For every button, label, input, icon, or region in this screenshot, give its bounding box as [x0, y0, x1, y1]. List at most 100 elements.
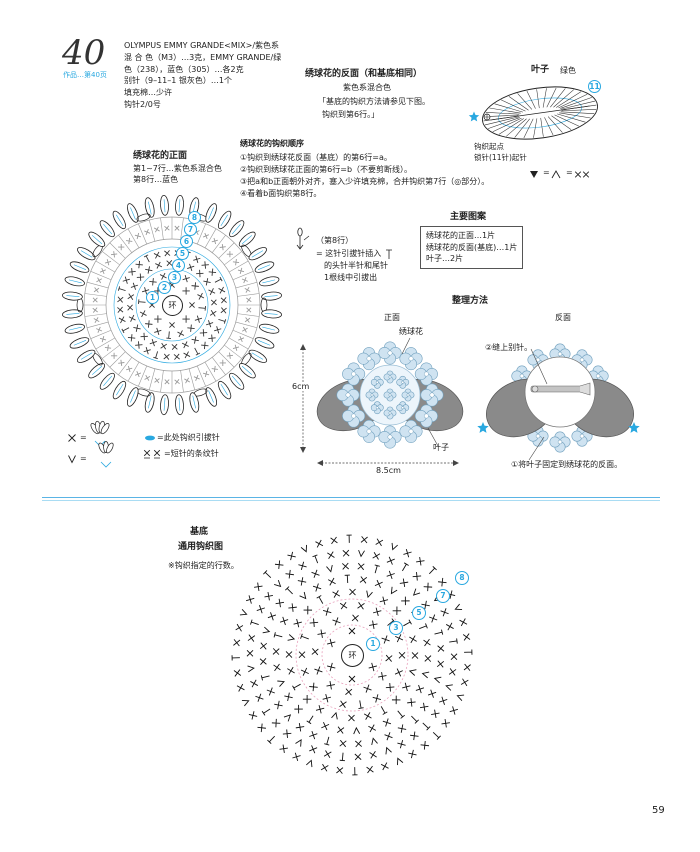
- leaf-row-number: 11: [588, 80, 601, 93]
- chain-stitch-line: [224, 344, 242, 359]
- increase-stitch-mark: [300, 544, 307, 553]
- stroke: [244, 317, 251, 323]
- cluster-stitch-icon: [530, 171, 538, 178]
- sc-stitch-mark: [254, 582, 263, 591]
- stroke: [232, 344, 240, 351]
- petal-cluster: [144, 392, 200, 416]
- flower-motif: [549, 431, 571, 453]
- stroke: [401, 596, 410, 606]
- stroke: [427, 689, 437, 698]
- sc-stitch-mark: [384, 732, 393, 741]
- blue-stitch-line: [231, 223, 241, 235]
- sc-stitch-mark: [275, 598, 285, 608]
- stroke: [177, 330, 185, 338]
- stroke: [144, 374, 151, 381]
- chain-stitch-line: [102, 251, 120, 266]
- flower-label: 绣球花: [399, 327, 423, 336]
- chain-stitch-line: [204, 362, 217, 382]
- blue-stitch-line: [208, 207, 214, 220]
- sc-stitch-mark: [345, 688, 353, 696]
- finishing-title: 整理方法: [452, 296, 489, 306]
- sc-stitch-mark: [427, 689, 437, 698]
- chain-stitch-line: [235, 281, 258, 289]
- chain-stitch-line: [90, 329, 112, 339]
- sc-stitch-mark: [159, 272, 167, 280]
- stroke: [398, 651, 406, 659]
- blue-stitch-line: [80, 250, 93, 258]
- blue-stitch-line: [91, 365, 103, 375]
- leaf-stitch-line: [556, 91, 582, 108]
- stroke: [315, 705, 325, 714]
- stroke: [352, 767, 358, 776]
- sc-stitch-mark: [574, 171, 582, 178]
- stroke: [309, 618, 319, 627]
- hdc-stitch-mark: [432, 731, 441, 740]
- blue-stitch-line: [73, 340, 87, 346]
- stroke: [118, 316, 126, 324]
- stroke: [182, 287, 190, 295]
- stroke: [117, 296, 124, 303]
- stroke: [287, 666, 295, 675]
- sc-stitch-mark: [459, 618, 468, 627]
- sc-stitch-mark: [378, 672, 387, 681]
- chain-stitch-line: [224, 251, 242, 266]
- stroke: [169, 322, 175, 328]
- stroke: [440, 608, 449, 617]
- stroke: [143, 449, 151, 457]
- stroke: [220, 307, 227, 314]
- stroke: [463, 663, 471, 671]
- flower-center: [557, 439, 563, 445]
- stroke: [184, 377, 191, 384]
- stroke: [378, 672, 387, 681]
- sc-stitch-mark: [144, 229, 151, 236]
- stroke: [144, 229, 151, 236]
- stroke: [312, 583, 322, 592]
- stroke: [311, 648, 319, 656]
- sc-stitch-mark: [398, 651, 406, 659]
- stroke: [385, 654, 393, 662]
- sc-stitch-mark: [357, 562, 365, 571]
- leaf-stitch-line: [544, 117, 554, 136]
- stroke: [232, 259, 240, 266]
- sc-stitch-mark: [235, 623, 244, 632]
- sc-stitch-mark: [419, 702, 429, 712]
- stroke: [390, 586, 398, 595]
- stroke: [391, 542, 398, 551]
- leader-line: [530, 348, 548, 385]
- stroke: [344, 574, 350, 584]
- stroke: [459, 618, 468, 627]
- stroke: [394, 668, 403, 677]
- sc-stitch-mark: [136, 273, 145, 281]
- stroke: [295, 722, 305, 732]
- sc-stitch-mark: [210, 299, 217, 306]
- sc-stitch-mark: [409, 635, 417, 644]
- increase-stitch-mark: [454, 603, 463, 610]
- hdc-stitch-mark: [267, 735, 276, 744]
- blue-stitch-line: [80, 352, 93, 360]
- chain-stitch-line: [237, 293, 260, 297]
- sc-stitch-mark: [232, 259, 240, 266]
- stroke: [214, 326, 222, 334]
- front-row-number: 5: [176, 247, 189, 260]
- sc-stitch-mark: [348, 675, 356, 683]
- stroke: [262, 626, 271, 634]
- sc-stitch-mark: [134, 371, 142, 378]
- front-row-number: 1: [146, 291, 159, 304]
- back-note-line: 钩织到第6行。」: [322, 110, 380, 119]
- stroke: [93, 317, 100, 324]
- insert-mark-icon: [386, 249, 392, 259]
- leaf-stitch-line: [554, 114, 579, 127]
- row-guide: [295, 598, 409, 712]
- hdc-stitch-mark: [316, 595, 324, 604]
- stroke: [202, 232, 210, 239]
- increase-stitch-mark: [299, 591, 307, 600]
- stroke: [104, 259, 112, 266]
- stroke: [267, 735, 276, 744]
- chain-stitch-line: [196, 365, 206, 387]
- stroke: [326, 681, 335, 690]
- sc-stitch-mark: [164, 379, 170, 385]
- leaf-stitch-line: [533, 118, 538, 138]
- stroke: [359, 576, 368, 584]
- sc-stitch-mark: [311, 648, 319, 656]
- stroke: [237, 267, 245, 275]
